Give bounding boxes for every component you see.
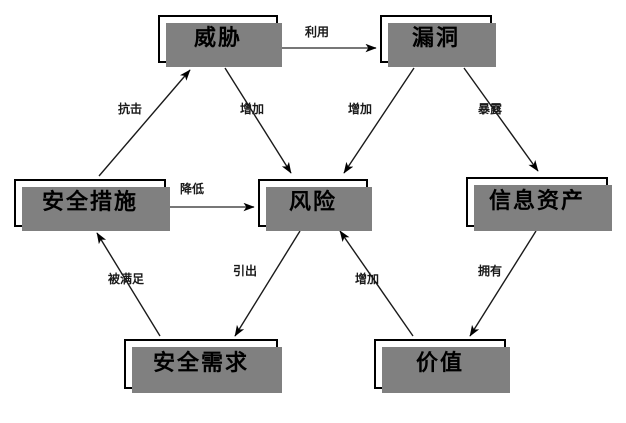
edge-vulnerability-exposes-asset	[463, 67, 539, 172]
node-risk-label: 风险	[288, 190, 337, 215]
node-requirement-label: 安全需求	[152, 351, 249, 376]
node-risk[interactable]: 风险	[258, 179, 372, 231]
edge-requirement-satisfied-by-safeguard	[96, 232, 161, 337]
node-asset-label: 信息资产	[488, 189, 585, 214]
edge-label-safeguard-counters-threat: 抗击	[118, 102, 143, 116]
edge-label-vulnerability-increases-risk: 增加	[348, 102, 373, 116]
node-value[interactable]: 价值	[374, 339, 510, 393]
edge-label-vulnerability-exposes-asset: 暴露	[478, 102, 503, 116]
node-safeguard[interactable]: 安全措施	[14, 179, 170, 231]
node-asset[interactable]: 信息资产	[466, 177, 612, 231]
edge-risk-derives-requirement	[234, 230, 301, 337]
edge-label-asset-has-value: 拥有	[478, 264, 503, 278]
node-vulnerability[interactable]: 漏洞	[380, 15, 496, 67]
node-requirement[interactable]: 安全需求	[124, 339, 282, 393]
edge-label-safeguard-reduces-risk: 降低	[180, 182, 205, 196]
edge-label-value-increases-risk: 增加	[355, 272, 380, 286]
edge-label-risk-derives-requirement: 引出	[233, 264, 258, 278]
edge-label-requirement-satisfied-by-safeguard: 被满足	[108, 272, 145, 286]
edge-label-threat-increases-risk: 增加	[240, 102, 265, 116]
edge-label-threat-exploits-vulnerability: 利用	[305, 25, 330, 39]
node-value-label: 价值	[415, 351, 464, 376]
edge-vulnerability-increases-risk	[343, 67, 415, 174]
node-safeguard-label: 安全措施	[41, 190, 138, 215]
node-threat[interactable]: 威胁	[158, 15, 282, 67]
node-threat-label: 威胁	[193, 26, 242, 51]
edge-value-increases-risk	[339, 230, 414, 337]
edge-asset-has-value	[469, 230, 537, 337]
edge-threat-increases-risk	[224, 67, 292, 174]
node-vulnerability-label: 漏洞	[411, 26, 460, 51]
edge-safeguard-counters-threat	[98, 69, 191, 177]
